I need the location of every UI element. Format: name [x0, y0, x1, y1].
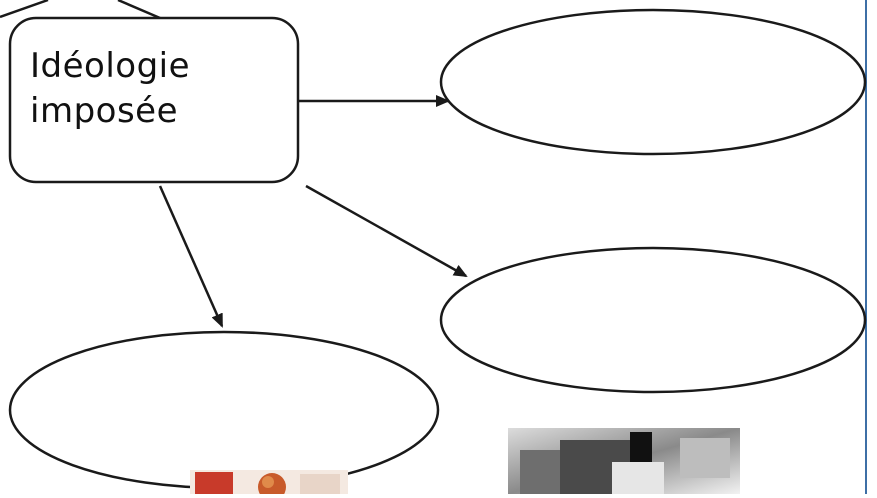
photo-thumbnail-image — [508, 428, 740, 494]
callout-label-line-1: Idéologie — [30, 46, 191, 86]
arrow-to-middle-right — [305, 184, 468, 278]
callout-tail — [0, 0, 161, 20]
poster-thumbnail-image — [190, 470, 348, 498]
ellipse-node-top-right — [439, 8, 867, 156]
callout-label-line-2: imposée — [30, 90, 178, 131]
ellipse-node-middle-right — [439, 246, 867, 394]
callout-label: Idéologie imposée — [30, 44, 290, 134]
arrow-to-bottom-left — [158, 185, 224, 328]
ellipse-node-bottom-left — [8, 330, 440, 490]
